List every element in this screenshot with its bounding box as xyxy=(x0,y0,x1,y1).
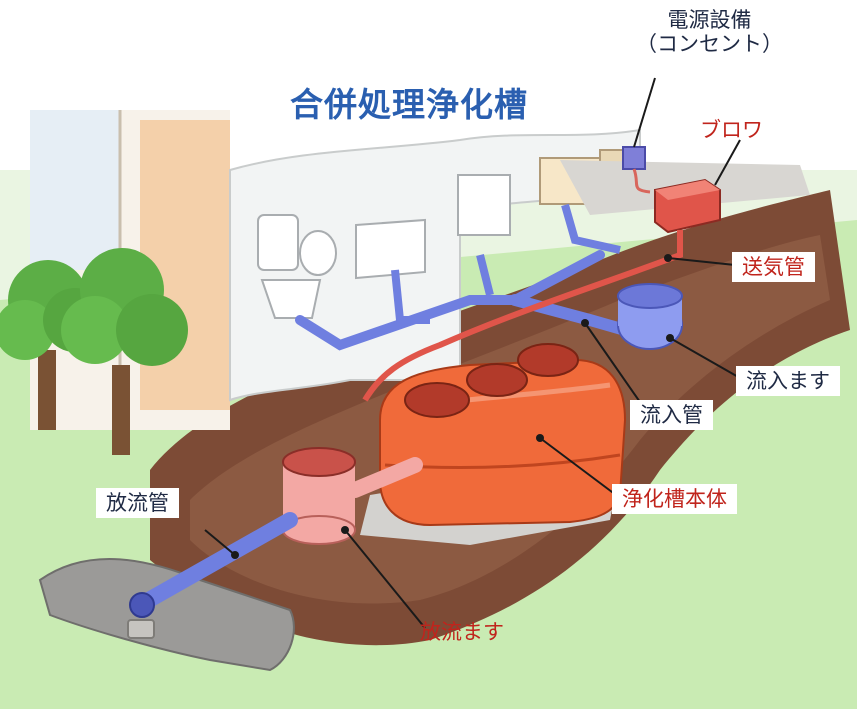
tank-body-label: 浄化槽本体 xyxy=(612,484,737,515)
air-pipe xyxy=(362,230,683,402)
house-window xyxy=(30,110,120,270)
diagram-title: 合併処理浄化槽 xyxy=(290,85,528,124)
inflow-basin-lid xyxy=(617,283,683,309)
blower-label: ブロワ xyxy=(700,118,763,142)
manhole-2 xyxy=(466,363,528,397)
air-pipe-label: 送気管 xyxy=(732,252,815,283)
leader-dots xyxy=(231,254,674,559)
leader-lines xyxy=(204,77,741,629)
discharge-basin-lid xyxy=(282,447,356,477)
inflow-pipe-label: 流入管 xyxy=(630,400,713,431)
toilet-lid xyxy=(299,230,337,276)
gutter xyxy=(38,558,295,672)
discharge-pipe-label: 放流管 xyxy=(96,488,179,519)
drain-pipe-main xyxy=(295,250,605,351)
toilet-tank xyxy=(257,214,299,271)
manhole-3 xyxy=(517,343,579,377)
manhole-1 xyxy=(404,382,470,418)
tree-right-icon xyxy=(61,248,188,455)
bathtub xyxy=(355,218,426,280)
inflow-basin-label: 流入ます xyxy=(736,366,840,397)
toilet-bowl xyxy=(260,279,322,319)
power-supply-label: 電源設備 （コンセント） xyxy=(636,8,783,57)
discharge-pipe xyxy=(132,512,298,613)
outlet-icon xyxy=(622,146,646,170)
discharge-basin-label: 放流ます xyxy=(420,620,504,644)
washer xyxy=(457,174,511,236)
